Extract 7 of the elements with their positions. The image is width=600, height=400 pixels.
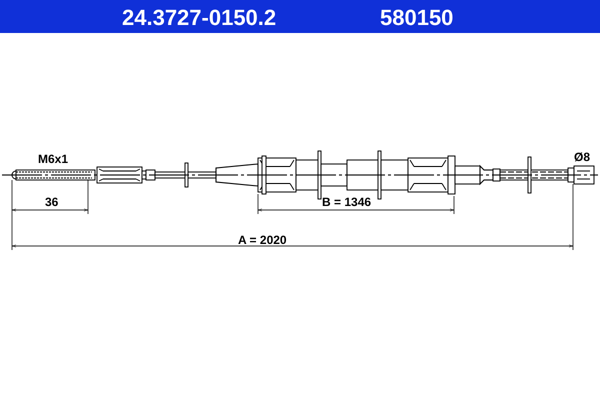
dimension-label: A = 2020 [238, 233, 287, 247]
thread-label: M6x1 [38, 152, 68, 166]
dimension-label: 36 [45, 195, 58, 209]
part-number: 580150 [380, 5, 454, 31]
diameter-label: Ø8 [574, 150, 590, 164]
part-number: 24.3727-0150.2 [122, 5, 276, 31]
dimension-label: B = 1346 [322, 195, 372, 209]
